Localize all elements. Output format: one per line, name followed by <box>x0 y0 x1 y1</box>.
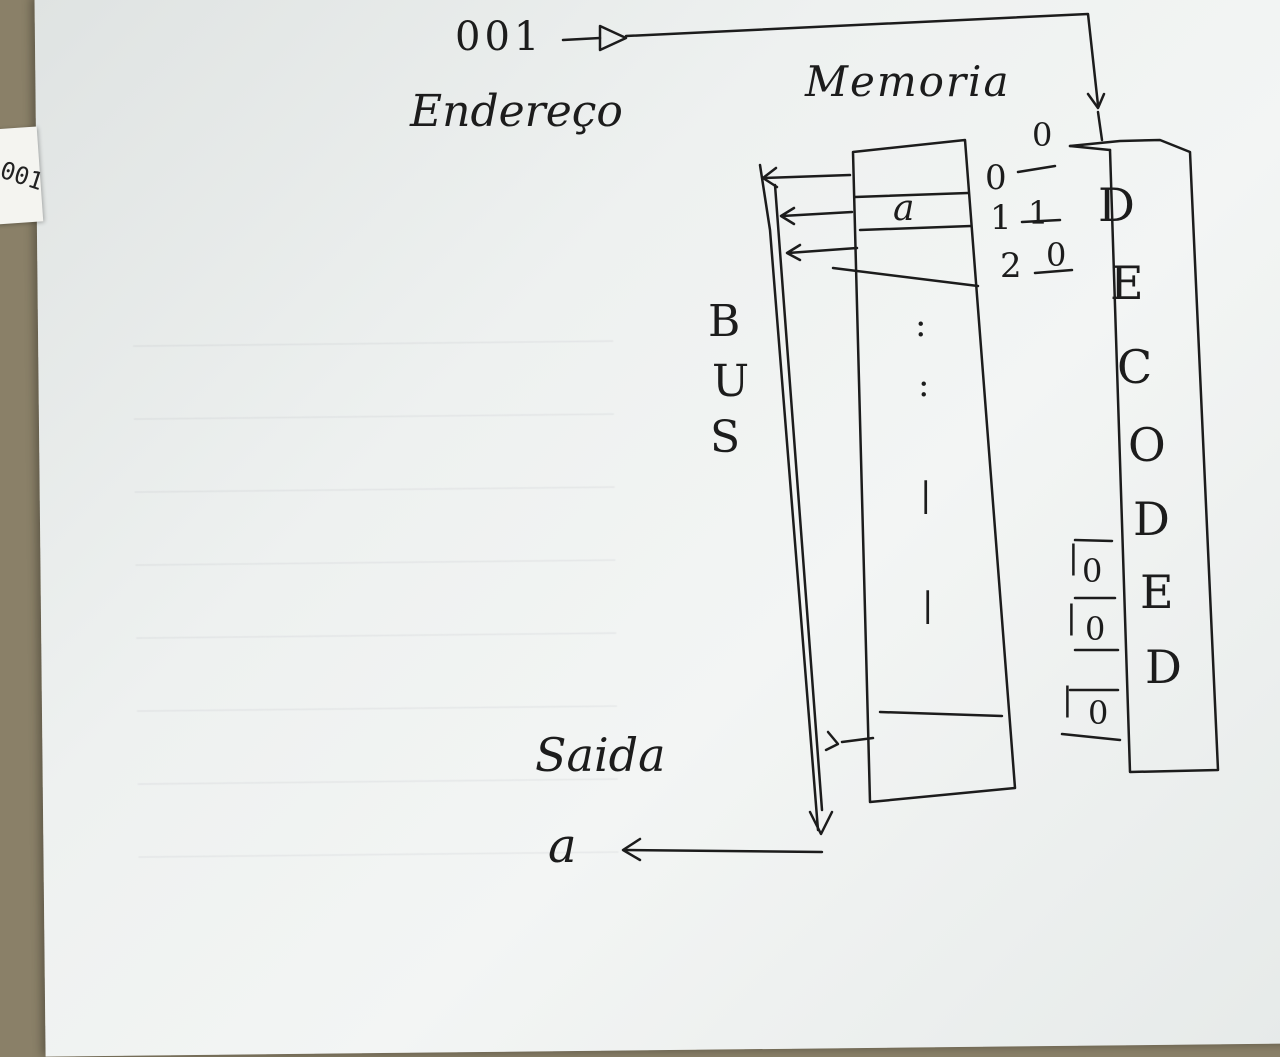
memory-diagram <box>0 0 1280 1024</box>
decoder-letter: E <box>1110 256 1144 310</box>
output-arrow <box>625 850 822 852</box>
address-value: 001 <box>455 14 543 60</box>
bus-down-arrow <box>810 812 832 834</box>
decoder-letter: E <box>1140 565 1174 619</box>
memory-ellipsis-dot: | <box>922 585 933 625</box>
bus-right-edge <box>775 185 822 810</box>
memory-block <box>853 140 1015 802</box>
memory-stored-value: a <box>893 188 914 229</box>
memory-title: Memoria <box>805 57 1011 106</box>
bus-letter: B <box>708 296 740 347</box>
decoder-tick-mark: | <box>1062 680 1073 718</box>
output-label: Saida <box>535 728 666 782</box>
address-label: Endereço <box>410 86 623 137</box>
decoder-tick-mark: | <box>1066 598 1077 636</box>
decoder-letter: D <box>1098 178 1135 232</box>
decoder-low-bit: 0 <box>1085 610 1105 648</box>
decoder-top-link <box>1098 112 1102 140</box>
address-arrow <box>563 38 600 40</box>
decoder-letter: C <box>1117 340 1152 394</box>
address-arrow-head <box>600 26 626 50</box>
memory-cell-index: 2 <box>1000 246 1022 286</box>
bus-outline <box>760 165 818 830</box>
decoder-letter: D <box>1145 640 1182 694</box>
decoder-letter: D <box>1133 492 1170 546</box>
decoder-letter: O <box>1128 418 1166 472</box>
bus-letter: S <box>710 412 740 463</box>
decoder-line-bit: 1 <box>1028 194 1048 232</box>
decoder-line-bit: 0 <box>1032 116 1052 154</box>
memory-ellipsis-dot: : <box>915 305 926 345</box>
decoder-low-bit: 0 <box>1088 694 1108 732</box>
output-value: a <box>548 818 577 874</box>
memory-ellipsis-dot: : <box>918 365 929 405</box>
decoder-tick-mark: | <box>1068 538 1079 576</box>
memory-ellipsis-dot: | <box>920 475 931 515</box>
bus-letter: U <box>712 356 749 407</box>
decoder-line-bit: 0 <box>1046 236 1066 274</box>
decoder-low-bit: 0 <box>1082 552 1102 590</box>
memory-cell-index: 1 <box>990 198 1012 238</box>
memory-cell-index: 0 <box>985 158 1007 198</box>
